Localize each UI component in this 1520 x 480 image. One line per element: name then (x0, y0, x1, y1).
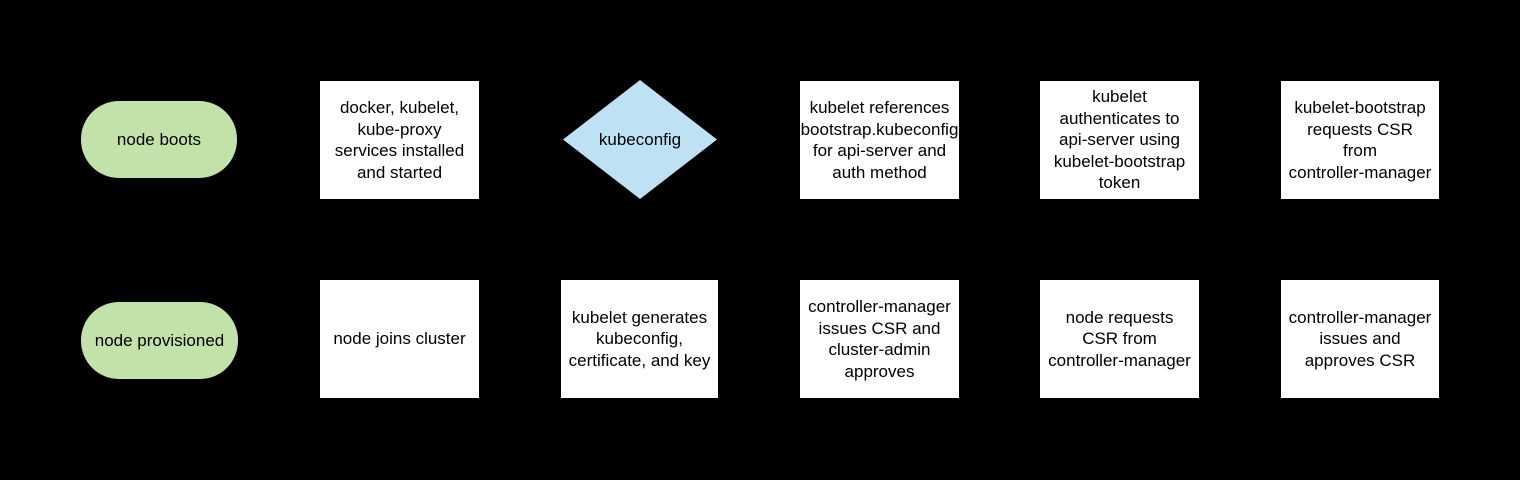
node-label: kubelet references bootstrap.kubeconfig … (800, 98, 959, 182)
node-label: kubeconfig (598, 129, 682, 149)
process-node-requests-csr: node requests CSR from controller-manage… (1040, 280, 1199, 398)
node-label: kubelet authenticates to api-server usin… (1053, 87, 1186, 193)
decision-kubeconfig: kubeconfig (563, 80, 717, 199)
node-label: controller-manager issues and approves C… (1288, 307, 1432, 370)
node-label: kubelet generates kubeconfig, certificat… (568, 307, 711, 370)
process-kubelet-references-bootstrap: kubelet references bootstrap.kubeconfig … (800, 81, 959, 199)
node-label: node provisioned (94, 330, 225, 350)
node-label: node boots (116, 129, 202, 149)
node-label: node joins cluster (333, 329, 466, 349)
process-cm-issues-and-approves: controller-manager issues and approves C… (1281, 280, 1439, 398)
node-label: docker, kubelet, kube-proxy services ins… (334, 98, 465, 182)
node-label: node requests CSR from controller-manage… (1048, 307, 1191, 370)
process-cm-issues-cluster-admin-approves: controller-manager issues CSR and cluste… (800, 280, 959, 398)
node-label: kubelet-bootstrap requests CSR from cont… (1288, 98, 1432, 182)
terminator-node-provisioned: node provisioned (81, 302, 238, 379)
node-label: controller-manager issues CSR and cluste… (808, 297, 951, 381)
process-services-installed: docker, kubelet, kube-proxy services ins… (320, 81, 479, 199)
process-kubelet-authenticates: kubelet authenticates to api-server usin… (1040, 81, 1199, 199)
process-kubelet-bootstrap-requests-csr: kubelet-bootstrap requests CSR from cont… (1281, 81, 1439, 199)
process-node-joins-cluster: node joins cluster (320, 280, 479, 398)
terminator-node-boots: node boots (81, 101, 237, 178)
process-kubelet-generates: kubelet generates kubeconfig, certificat… (561, 280, 718, 398)
